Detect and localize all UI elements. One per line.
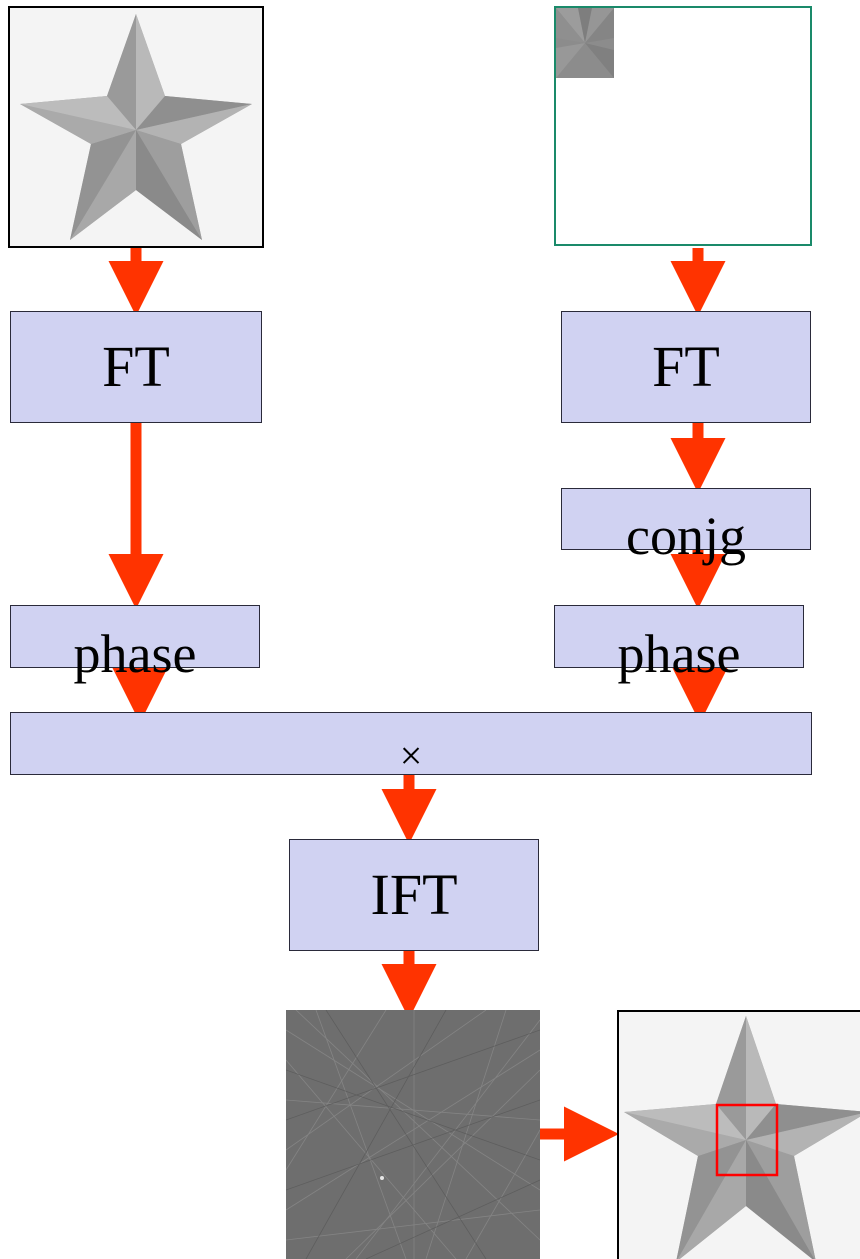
input-star-image [8, 6, 264, 248]
template-image [554, 6, 812, 246]
correlation-output-image [286, 1010, 540, 1259]
multiply-box: × [10, 712, 812, 775]
template-patch-icon [556, 8, 614, 78]
conjg-label: conjg [626, 506, 746, 566]
star-icon [20, 14, 252, 240]
noise-texture-icon [286, 1010, 540, 1259]
detection-box [715, 1103, 779, 1177]
conjg-box: conjg [561, 488, 811, 563]
multiply-label: × [399, 732, 423, 778]
ft-label-right: FT [652, 334, 720, 399]
result-star-icon [624, 1016, 860, 1259]
ft-box-right: FT [561, 311, 811, 423]
phase-box-right: phase [554, 605, 804, 681]
phase-box-left: phase [10, 605, 260, 681]
phase-label-right: phase [617, 624, 741, 684]
phase-label-left: phase [73, 624, 197, 684]
ft-box-left: FT [10, 311, 262, 423]
ift-label: IFT [370, 862, 458, 927]
ift-box: IFT [289, 839, 539, 951]
result-star-image [617, 1010, 860, 1259]
ft-label-left: FT [102, 334, 170, 399]
